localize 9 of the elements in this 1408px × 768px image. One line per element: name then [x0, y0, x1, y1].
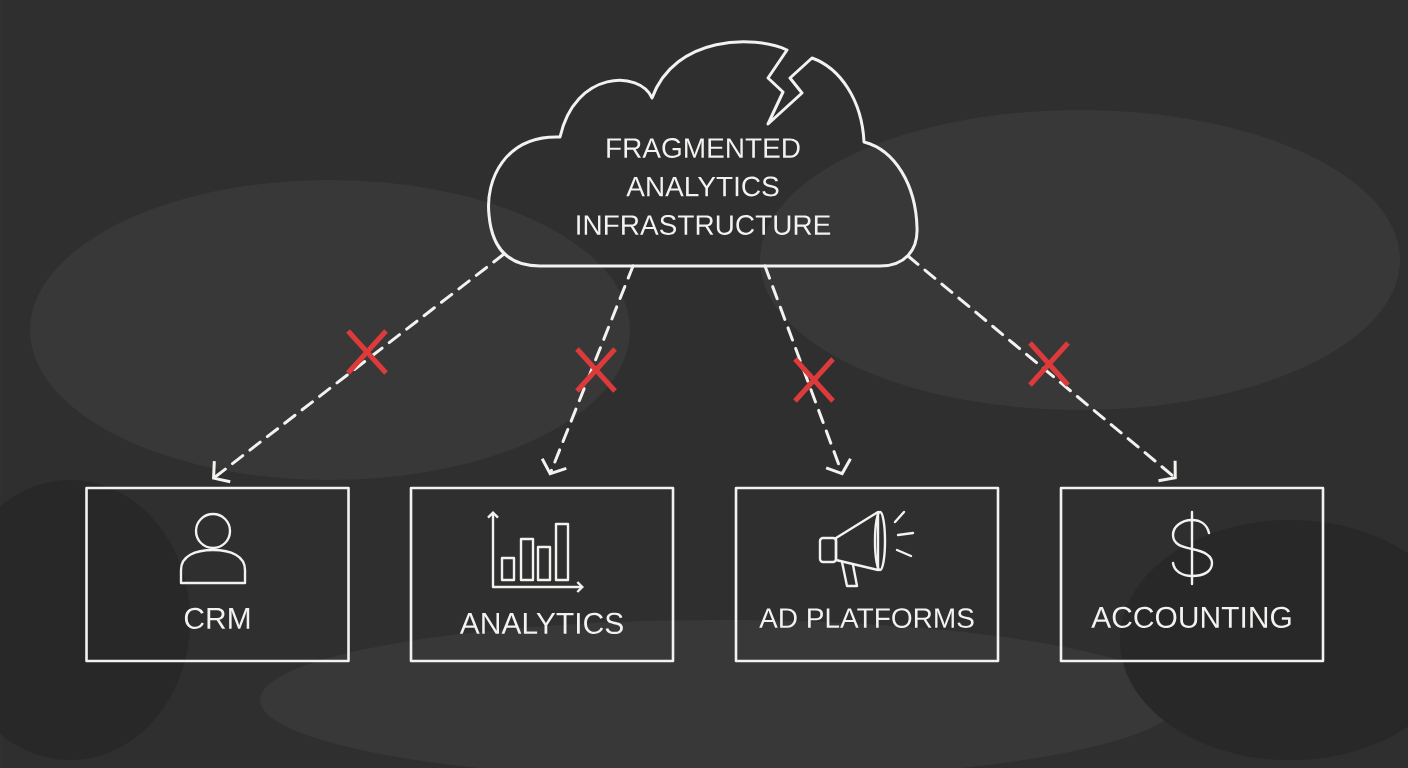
process-box: AD PLATFORMS [734, 486, 1000, 663]
process-box: ANALYTICS [409, 486, 675, 663]
arrow [212, 252, 506, 484]
arrow [540, 264, 635, 476]
arrow [906, 254, 1177, 483]
process-box: CRM [85, 486, 350, 663]
process-box: ACCOUNTING [1059, 486, 1325, 663]
arrow [763, 264, 852, 476]
cloud-node: FRAGMENTED ANALYTICS INFRASTRUCTURE [487, 40, 919, 268]
